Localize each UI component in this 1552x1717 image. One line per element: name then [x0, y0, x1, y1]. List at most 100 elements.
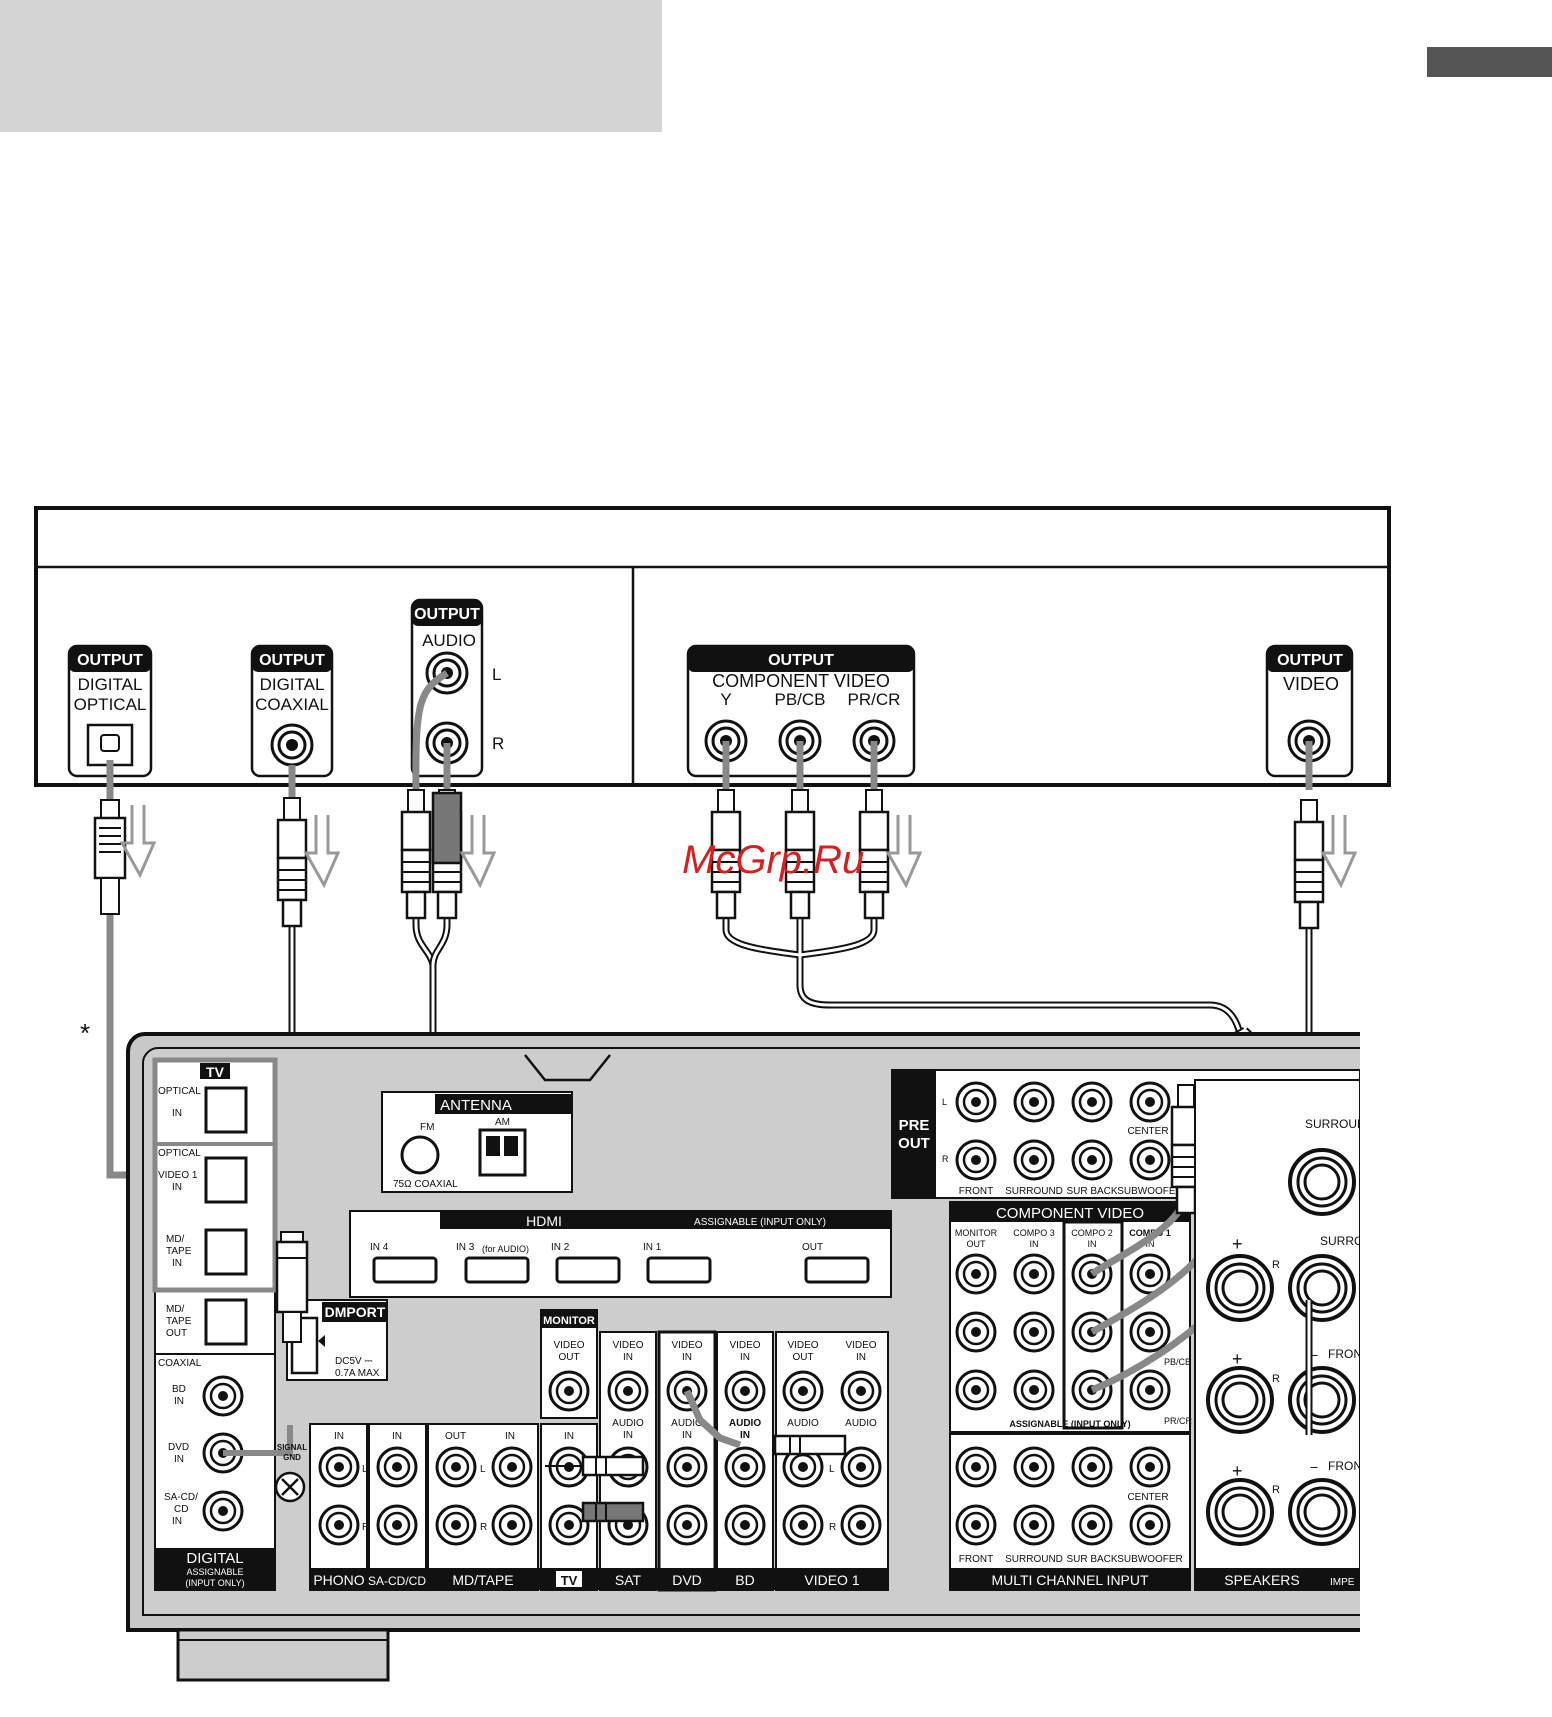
- mdtape-out-l-jack[interactable]: [435, 1446, 477, 1488]
- receiver-side-plugs: [545, 1389, 847, 1523]
- spk-r-label-1: R: [1272, 1259, 1280, 1271]
- mdtape-in-1: MD/: [166, 1234, 185, 1245]
- spk-front-l-plus[interactable]: [1206, 1478, 1274, 1546]
- spk-front-l-minus[interactable]: [1288, 1478, 1356, 1546]
- dvd-r-jack[interactable]: [666, 1504, 708, 1546]
- bd-r-jack[interactable]: [724, 1504, 766, 1546]
- gnd-label: GND: [283, 1453, 301, 1462]
- multi-surround-r-jack[interactable]: [1013, 1504, 1055, 1546]
- coaxial-section-label: COAXIAL: [158, 1358, 202, 1369]
- coax75-label: 75Ω COAXIAL: [393, 1179, 458, 1190]
- comp3-pb-jack[interactable]: [1013, 1311, 1055, 1353]
- mdtape-in-l-jack[interactable]: [491, 1446, 533, 1488]
- spk-front-r-minus[interactable]: [1288, 1366, 1356, 1434]
- dvd-l-jack[interactable]: [666, 1446, 708, 1488]
- hdmi-out-port[interactable]: [804, 1256, 870, 1284]
- tv-optical-port[interactable]: [204, 1086, 248, 1134]
- pre-front-l-jack[interactable]: [955, 1081, 997, 1123]
- spk-surround-r-plus[interactable]: [1206, 1254, 1274, 1322]
- phono-r-jack[interactable]: [318, 1504, 360, 1546]
- dvd-audio-in-1: AUDIO: [671, 1418, 703, 1429]
- pre-surback-r-jack[interactable]: [1071, 1139, 1113, 1181]
- pre-center-jack[interactable]: [1129, 1081, 1171, 1123]
- spk-surround-r-minus[interactable]: [1288, 1254, 1356, 1322]
- pre-center-label: CENTER: [1127, 1126, 1168, 1137]
- hdmi-in4-port[interactable]: [372, 1256, 438, 1284]
- video-plug: [1293, 798, 1325, 930]
- sat-video-jack[interactable]: [607, 1370, 649, 1412]
- comp-monitor-y-jack[interactable]: [955, 1253, 997, 1295]
- spk-surround-jack[interactable]: [1288, 1148, 1356, 1216]
- spk-front-r-plus[interactable]: [1206, 1366, 1274, 1434]
- sacd-coaxial-jack[interactable]: [202, 1490, 244, 1532]
- hdmi-in3-port[interactable]: [464, 1256, 530, 1284]
- multi-center-label: CENTER: [1127, 1492, 1168, 1503]
- arrow-optical: [120, 803, 156, 877]
- mdtape-optical-in-port[interactable]: [204, 1228, 248, 1276]
- video1-optical-port[interactable]: [204, 1156, 248, 1204]
- hdmi-in1-label: IN 1: [643, 1242, 662, 1253]
- component-video-label: COMPONENT VIDEO: [996, 1205, 1144, 1222]
- tv-audio-in: IN: [564, 1431, 574, 1442]
- component-pr-label: PR/CR: [848, 690, 901, 709]
- spk-plus-1: +: [1232, 1234, 1243, 1254]
- multi-surback-label: SUR BACK: [1066, 1554, 1117, 1565]
- multi-front-l-jack[interactable]: [955, 1446, 997, 1488]
- multi-surback-r-jack[interactable]: [1071, 1504, 1113, 1546]
- comp-monitor-pb-jack[interactable]: [955, 1311, 997, 1353]
- video1-audio-out-r-jack[interactable]: [782, 1504, 824, 1546]
- pre-subwoofer-jack[interactable]: [1129, 1139, 1171, 1181]
- multi-surround-l-jack[interactable]: [1013, 1446, 1055, 1488]
- spk-minus-3: −: [1310, 1459, 1318, 1475]
- comp3-y-jack[interactable]: [1013, 1253, 1055, 1295]
- coaxial-label-2: COAXIAL: [255, 695, 329, 714]
- video1-audio-in-r-jack[interactable]: [840, 1504, 882, 1546]
- optical-plug: [93, 799, 127, 915]
- bd-video-jack[interactable]: [724, 1370, 766, 1412]
- coaxial-jack[interactable]: [270, 723, 314, 767]
- component-y-label: Y: [720, 690, 731, 709]
- right-clip: [1360, 1020, 1552, 1717]
- dvd-video-in-2: IN: [682, 1352, 692, 1363]
- audio-l-label: L: [492, 665, 501, 684]
- pre-surback-l-jack[interactable]: [1071, 1081, 1113, 1123]
- comp-monitor-pr-jack[interactable]: [955, 1369, 997, 1411]
- bd-audio-in-1: AUDIO: [729, 1418, 761, 1429]
- multi-surback-l-jack[interactable]: [1071, 1446, 1113, 1488]
- comp1-pb-jack[interactable]: [1129, 1311, 1171, 1353]
- comp1-pr-jack[interactable]: [1129, 1369, 1171, 1411]
- component-pb-label: PB/CB: [774, 690, 825, 709]
- video1-in-2: IN: [172, 1182, 182, 1193]
- coaxial-label-1: DIGITAL: [260, 675, 325, 694]
- mdtape-in-r-jack[interactable]: [491, 1504, 533, 1546]
- multi-subwoofer-jack[interactable]: [1129, 1504, 1171, 1546]
- hdmi-in1-port[interactable]: [646, 1256, 712, 1284]
- phono-l-jack[interactable]: [318, 1446, 360, 1488]
- mdtape-optical-out-port[interactable]: [204, 1298, 248, 1346]
- bd-in-1: BD: [172, 1384, 186, 1395]
- pre-front-r-jack[interactable]: [955, 1139, 997, 1181]
- video1-audio-in-l-jack[interactable]: [840, 1446, 882, 1488]
- sacd-in: IN: [392, 1431, 402, 1442]
- bd-l-jack[interactable]: [724, 1446, 766, 1488]
- hdmi-in2-port[interactable]: [555, 1256, 621, 1284]
- multi-front-r-jack[interactable]: [955, 1504, 997, 1546]
- pre-label: PRE: [899, 1117, 930, 1134]
- pre-surround-l-jack[interactable]: [1013, 1081, 1055, 1123]
- multi-center-jack[interactable]: [1129, 1446, 1171, 1488]
- pre-surround-r-jack[interactable]: [1013, 1139, 1055, 1181]
- signal-label: SIGNAL: [277, 1443, 307, 1452]
- video1-video-out-jack[interactable]: [782, 1370, 824, 1412]
- fm-antenna-jack[interactable]: [400, 1135, 440, 1175]
- video1-video-in-jack[interactable]: [840, 1370, 882, 1412]
- analog-section: IN IN L R OUT IN L R MONITOR VIDEO OUT I…: [309, 1309, 889, 1592]
- comp3-pr-jack[interactable]: [1013, 1369, 1055, 1411]
- bd-coaxial-jack[interactable]: [202, 1375, 244, 1417]
- monitor-video-out-jack[interactable]: [548, 1370, 590, 1412]
- sacd-r-jack[interactable]: [376, 1504, 418, 1546]
- sacd-l-jack[interactable]: [376, 1446, 418, 1488]
- out-label: OUT: [898, 1135, 930, 1152]
- arrow-audio: [460, 813, 496, 887]
- mdtape-out-r-jack[interactable]: [435, 1504, 477, 1546]
